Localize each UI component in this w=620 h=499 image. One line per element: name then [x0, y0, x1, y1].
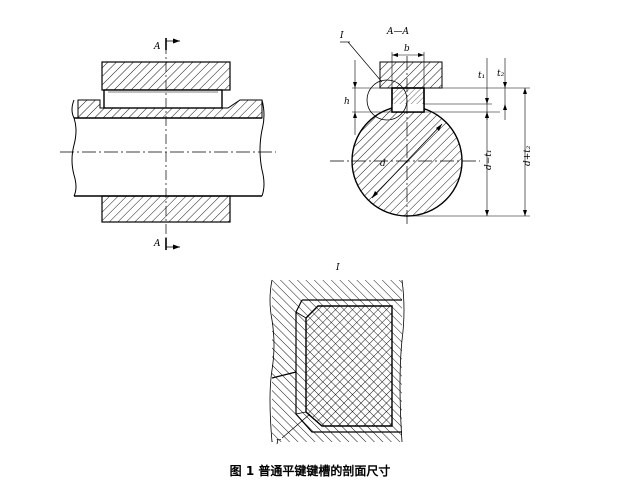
width-b-label: b: [404, 44, 410, 54]
detail-mark-label: I: [339, 31, 344, 41]
front-view: A A: [60, 38, 276, 250]
section-mark-top: A: [153, 42, 161, 52]
key: [103, 89, 223, 109]
detail-title: I: [335, 263, 340, 273]
section-mark-bottom: A: [153, 239, 161, 249]
section-view: I d A—A b h t₁: [330, 27, 533, 225]
hub-bottom: [101, 195, 231, 223]
detail-view: I r: [269, 263, 405, 447]
hub-section: [379, 61, 443, 89]
figure-caption: 图 1 普通平键键槽的剖面尺寸: [229, 464, 391, 478]
detail-key: [305, 305, 393, 427]
t1-label: t₁: [478, 71, 485, 81]
section-title: A—A: [386, 27, 409, 37]
radius-r-label: r: [276, 437, 281, 447]
d-plus-t2-label: d+t₂: [523, 145, 533, 166]
height-h-label: h: [344, 97, 350, 107]
d-minus-t1-label: d−t₁: [484, 149, 494, 170]
t2-label: t₂: [497, 69, 505, 79]
diameter-label: d: [380, 159, 386, 169]
